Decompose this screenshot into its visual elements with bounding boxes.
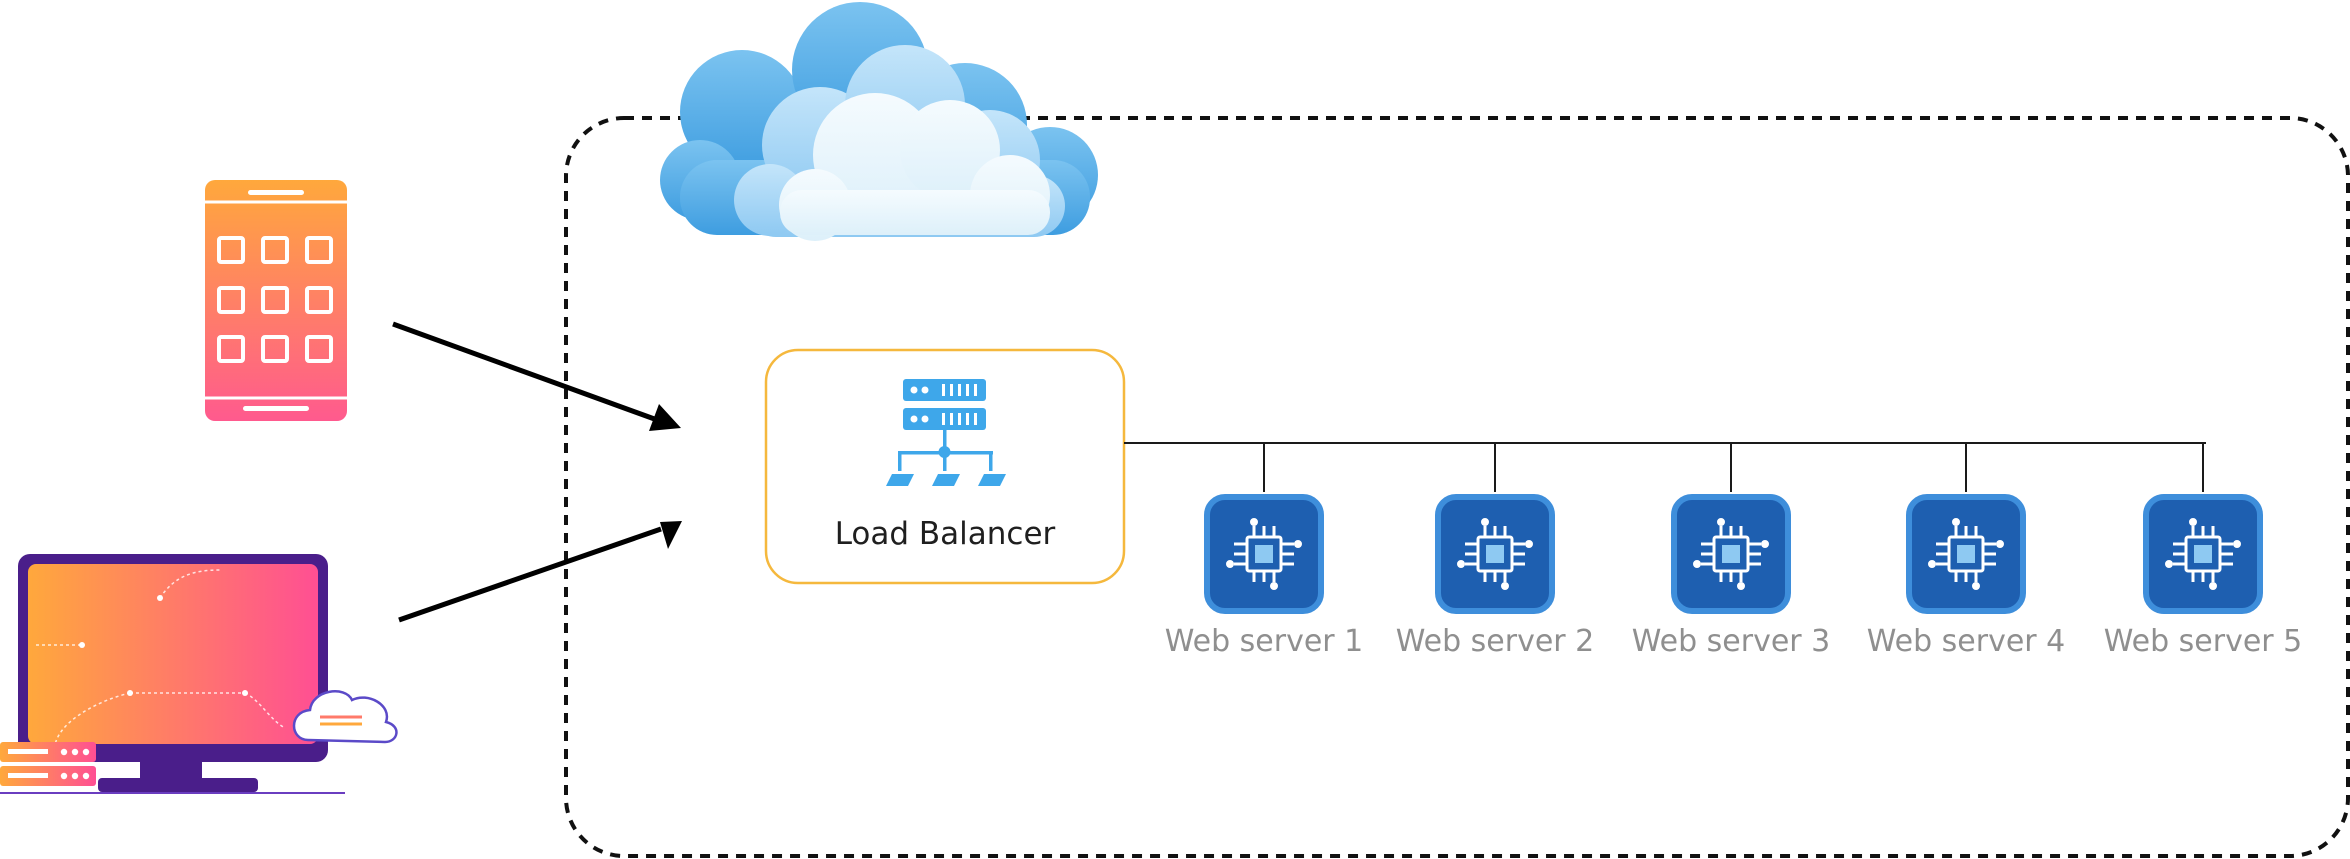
server-rack-icon: [0, 742, 96, 786]
cpu-chip-icon: [1928, 518, 2004, 590]
web-server-4: Web server 4: [1867, 494, 2066, 659]
arrow-desktop-to-lb: [398, 526, 662, 623]
web-server-label: Web server 3: [1632, 624, 1831, 659]
web-server-5: Web server 5: [2104, 494, 2303, 659]
web-server-2: Web server 2: [1396, 494, 1595, 659]
arrow-phone-head: [649, 404, 681, 431]
arrow-phone-to-lb: [392, 321, 661, 424]
smartphone-icon: [205, 180, 347, 421]
desktop-monitor-icon: [0, 554, 398, 794]
load-balancer: Load Balancer: [764, 348, 1126, 585]
cpu-chip-icon: [1226, 518, 1302, 590]
web-server-1: Web server 1: [1165, 494, 1364, 659]
cloud-icon: [660, 2, 1098, 241]
web-server-3: Web server 3: [1632, 494, 1831, 659]
request-arrows: [392, 321, 682, 623]
web-server-label: Web server 5: [2104, 624, 2303, 659]
cpu-chip-icon: [2165, 518, 2241, 590]
web-server-label: Web server 4: [1867, 624, 2066, 659]
web-server-label: Web server 1: [1165, 624, 1364, 659]
server-rack-network-icon: [886, 379, 1006, 486]
arrow-desktop-head: [660, 521, 682, 549]
cloud-boundary: [564, 116, 2350, 858]
server-connections: [1124, 442, 2206, 492]
small-cloud-icon: [292, 690, 398, 744]
cpu-chip-icon: [1693, 518, 1769, 590]
web-server-label: Web server 2: [1396, 624, 1595, 659]
load-balancer-label: Load Balancer: [835, 516, 1056, 552]
cpu-chip-icon: [1457, 518, 1533, 590]
web-servers: Web server 1 Web server 2 Web server 3 Web …: [1165, 494, 2303, 659]
